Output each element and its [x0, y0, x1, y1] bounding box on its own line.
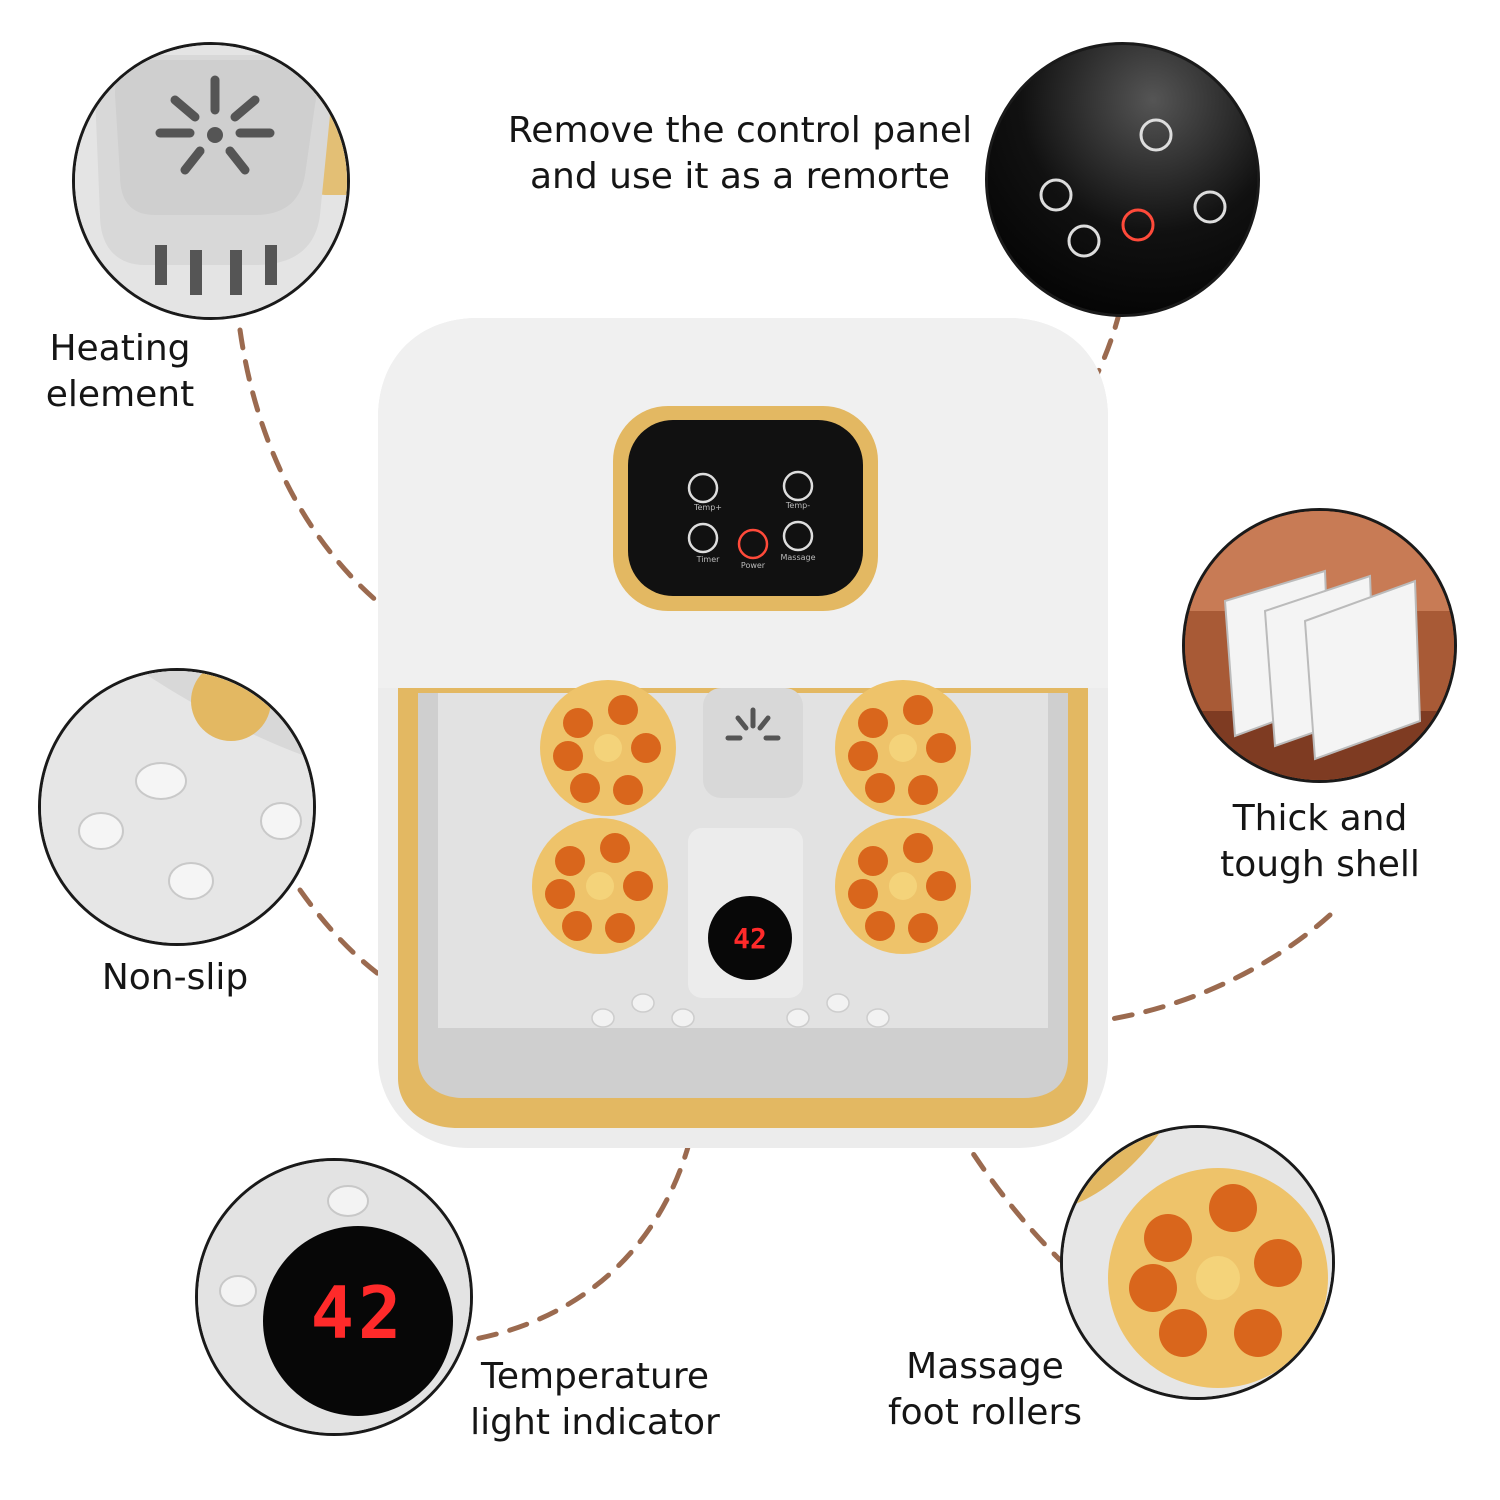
shell-label: Thick and tough shell	[1195, 796, 1445, 888]
remote-panel-image	[988, 45, 1257, 314]
panel-button-massage-label: Massage	[780, 553, 816, 562]
temperature-readout-large: 42	[310, 1271, 406, 1355]
control-panel-label-line1: Remove the control panel	[507, 110, 973, 151]
shell-layers-image	[1185, 511, 1454, 780]
temperature-display-closeup	[198, 1161, 470, 1433]
heating-label: Heating element	[30, 326, 210, 418]
panel-button-temp-plus-label: Temp+	[693, 503, 723, 512]
nonslip-label-line1: Non-slip	[101, 957, 249, 998]
temperature-readout-small: 42	[733, 922, 767, 955]
nonslip-label: Non-slip	[80, 955, 270, 1001]
heating-element-circle	[72, 42, 350, 320]
temperature-label-line1: Temperature	[480, 1356, 710, 1397]
rollers-circle	[1060, 1125, 1335, 1400]
control-panel-circle	[985, 42, 1260, 317]
panel-button-temp-minus-label: Temp-	[785, 501, 811, 510]
roller-group-bottom-left	[532, 818, 668, 954]
rollers-label: Massage foot rollers	[880, 1344, 1090, 1436]
heating-label-line1: Heating	[49, 328, 191, 369]
shell-circle	[1182, 508, 1457, 783]
control-panel-label-line2: and use it as a remorte	[530, 156, 950, 197]
connector-rollers	[937, 1097, 1063, 1263]
roller-group-top-left	[540, 680, 676, 816]
temperature-label: Temperature light indicator	[460, 1354, 730, 1446]
shell-label-line1: Thick and	[1232, 798, 1408, 839]
rollers-label-line1: Massage	[906, 1346, 1064, 1387]
temperature-label-line2: light indicator	[470, 1402, 720, 1443]
connector-temp	[467, 1137, 693, 1343]
connector-shell	[1102, 912, 1333, 1023]
nonslip-circle	[38, 668, 316, 946]
shell-label-line2: tough shell	[1220, 844, 1420, 885]
foot-spa-image	[378, 318, 1108, 1148]
heating-label-line2: element	[45, 374, 195, 415]
foot-spa-product: Temp+ Temp- Timer Power Massage 42	[378, 318, 1108, 1148]
panel-button-timer-label: Timer	[696, 555, 720, 564]
temperature-circle: 42	[195, 1158, 473, 1436]
rollers-label-line2: foot rollers	[887, 1392, 1083, 1433]
nonslip-pads-image	[41, 671, 313, 943]
roller-group-bottom-right	[835, 818, 971, 954]
roller-group-top-right	[835, 680, 971, 816]
heating-element-image	[75, 45, 347, 317]
control-panel-label: Remove the control panel and use it as a…	[490, 108, 990, 200]
panel-button-power-label: Power	[740, 561, 766, 570]
foot-roller-closeup	[1063, 1128, 1332, 1397]
